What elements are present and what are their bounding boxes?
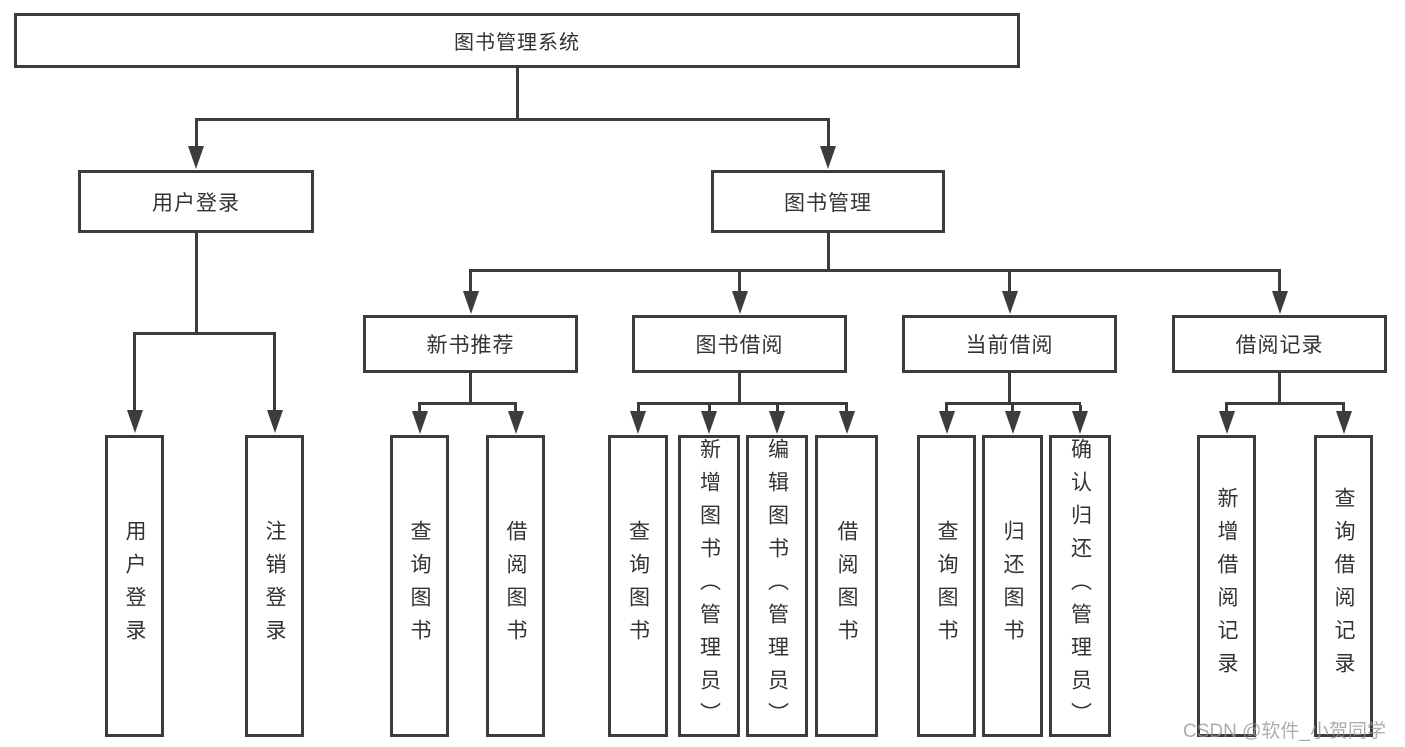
leaf-label: 用户登录 — [123, 520, 146, 652]
connector-book-borrow-bus — [636, 402, 848, 405]
connector-current-borrow-bus — [945, 402, 1081, 405]
node-label: 图书管理系统 — [454, 32, 580, 54]
leaf-query-borrow-record: 查询借阅记录 — [1314, 435, 1373, 737]
arrow-to-new-book-recommend — [469, 272, 472, 291]
node-user-login: 用户登录 — [78, 170, 314, 233]
leaf-query-books-3: 查询图书 — [917, 435, 976, 737]
connector-borrow-records-trunk — [1278, 373, 1281, 405]
leaf-logout: 注销登录 — [245, 435, 304, 737]
arrow-to-leaf-query-books-2 — [636, 405, 640, 411]
node-root: 图书管理系统 — [14, 13, 1020, 68]
leaf-label: 编辑图书（管理员） — [765, 437, 789, 735]
leaf-query-books-2: 查询图书 — [608, 435, 668, 737]
leaf-label: 查询借阅记录 — [1332, 487, 1355, 685]
arrow-to-book-management — [826, 121, 830, 146]
arrow-to-leaf-query-record — [1342, 405, 1345, 411]
leaf-label: 借阅图书 — [835, 520, 858, 652]
arrow-to-borrow-records — [1278, 272, 1281, 291]
leaf-add-book-admin: 新增图书（管理员） — [678, 435, 740, 737]
node-label: 用户登录 — [152, 191, 240, 215]
leaf-label: 新增图书（管理员） — [697, 437, 721, 735]
connector-root-trunk — [515, 68, 519, 121]
connector-level2-bus — [194, 118, 830, 121]
arrow-to-leaf-confirm-return — [1078, 405, 1082, 411]
arrow-to-leaf-add-book — [707, 405, 711, 411]
node-label: 当前借阅 — [965, 334, 1054, 357]
node-borrow-records: 借阅记录 — [1172, 315, 1387, 373]
connector-user-login-bus — [133, 332, 276, 335]
arrow-to-leaf-borrow-books-2 — [845, 405, 848, 411]
node-book-management: 图书管理 — [711, 170, 945, 233]
node-label: 新书推荐 — [426, 334, 515, 357]
node-current-borrow: 当前借阅 — [902, 315, 1117, 373]
leaf-label: 注销登录 — [263, 520, 286, 652]
connector-level3-bus — [469, 269, 1281, 272]
arrow-to-leaf-borrow-books-1 — [514, 405, 517, 411]
leaf-confirm-return-admin: 确认归还（管理员） — [1049, 435, 1111, 737]
connector-new-book-trunk — [469, 373, 472, 405]
connector-borrow-records-bus — [1225, 402, 1345, 405]
leaf-query-books-1: 查询图书 — [390, 435, 449, 737]
arrow-to-book-borrow — [738, 272, 741, 291]
leaf-label: 查询图书 — [408, 520, 431, 652]
connector-book-borrow-trunk — [738, 373, 741, 405]
arrow-to-current-borrow — [1008, 272, 1011, 291]
arrow-to-leaf-query-books-1 — [418, 405, 421, 411]
connector-new-book-bus — [418, 402, 517, 405]
node-book-borrow: 图书借阅 — [632, 315, 847, 373]
leaf-user-login: 用户登录 — [105, 435, 164, 737]
arrow-to-user-login — [194, 121, 198, 146]
arrow-to-leaf-query-books-3 — [945, 405, 948, 411]
arrow-to-leaf-logout — [273, 335, 276, 410]
connector-book-management-trunk — [826, 233, 830, 272]
leaf-borrow-books-2: 借阅图书 — [815, 435, 878, 737]
leaf-label: 确认归还（管理员） — [1068, 437, 1092, 735]
leaf-label: 借阅图书 — [504, 520, 527, 652]
leaf-label: 查询图书 — [626, 520, 650, 652]
node-label: 借阅记录 — [1235, 334, 1324, 357]
node-label: 图书借阅 — [695, 334, 784, 357]
arrow-to-leaf-user-login — [133, 335, 136, 410]
leaf-label: 查询图书 — [935, 520, 958, 652]
node-new-book-recommend: 新书推荐 — [363, 315, 578, 373]
leaf-label: 新增借阅记录 — [1215, 487, 1238, 685]
leaf-borrow-books-1: 借阅图书 — [486, 435, 545, 737]
leaf-add-borrow-record: 新增借阅记录 — [1197, 435, 1256, 737]
leaf-return-books: 归还图书 — [982, 435, 1043, 737]
connector-user-login-trunk — [194, 233, 198, 335]
arrow-to-leaf-edit-book — [775, 405, 779, 411]
node-label: 图书管理 — [784, 191, 872, 215]
leaf-label: 归还图书 — [1001, 520, 1024, 652]
connector-current-borrow-trunk — [1008, 373, 1011, 405]
watermark: CSDN @软件_小贺同学 — [1183, 721, 1386, 742]
arrow-to-leaf-return-books — [1011, 405, 1014, 411]
leaf-edit-book-admin: 编辑图书（管理员） — [746, 435, 808, 737]
arrow-to-leaf-add-record — [1225, 405, 1228, 411]
